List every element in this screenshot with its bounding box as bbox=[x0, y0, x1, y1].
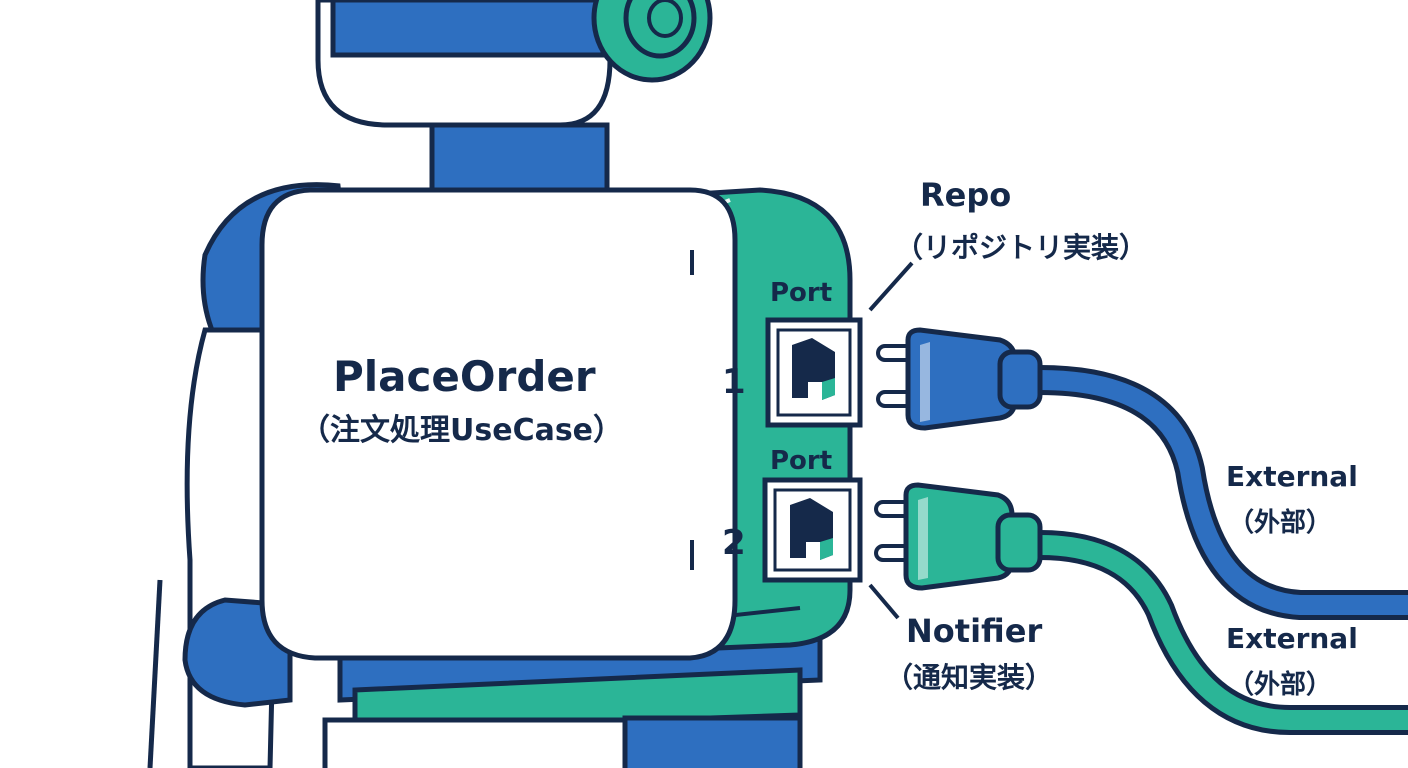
usecase-subtitle: （注文処理UseCase） bbox=[300, 413, 624, 448]
repo-plug bbox=[876, 327, 1043, 431]
robot-neck bbox=[429, 122, 610, 198]
notifier-leader-line bbox=[868, 583, 900, 620]
notifier-title: Notifier bbox=[906, 612, 1043, 650]
external-1-title: External bbox=[1226, 460, 1358, 493]
repo-leader-line bbox=[868, 261, 914, 312]
notifier-plug bbox=[874, 482, 1043, 591]
external-1-subtitle: （外部） bbox=[1228, 508, 1333, 538]
port-1-number: 1 bbox=[722, 362, 746, 402]
notifier-subtitle: （通知実装） bbox=[885, 661, 1054, 694]
port-2-label: Port bbox=[770, 446, 833, 476]
repo-subtitle: （リポジトリ実装） bbox=[895, 231, 1148, 264]
port-1-socket bbox=[765, 317, 863, 428]
port-1-label: Port bbox=[770, 278, 833, 308]
usecase-title: PlaceOrder bbox=[333, 352, 596, 401]
port-2-number: 2 bbox=[722, 523, 746, 563]
external-2-title: External bbox=[1226, 622, 1358, 655]
usecase-body bbox=[259, 187, 738, 661]
port-2-socket bbox=[762, 477, 863, 583]
teal-cable bbox=[1039, 535, 1408, 730]
blue-cable bbox=[1039, 370, 1408, 615]
external-2-subtitle: （外部） bbox=[1228, 670, 1333, 700]
robot-head bbox=[315, 0, 713, 128]
repo-title: Repo bbox=[920, 176, 1012, 214]
